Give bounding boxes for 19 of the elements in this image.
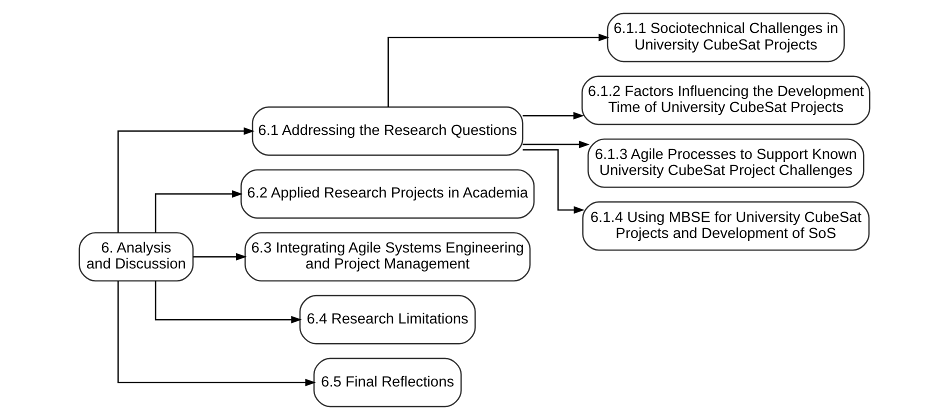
node-box: 6.1.4 Using MBSE for University CubeSat Projects and Development of SoS xyxy=(582,201,870,251)
arrow xyxy=(116,281,316,386)
arrow xyxy=(522,112,584,120)
arrow xyxy=(154,280,302,324)
node-box: 6.4 Research Limitations xyxy=(298,294,476,344)
node-box: 6.2 Applied Research Projects in Academia xyxy=(240,169,534,219)
arrow xyxy=(522,140,590,148)
arrow xyxy=(522,149,584,214)
node-box: 6.5 Final Reflections xyxy=(312,358,462,408)
node-box: 6.1.2 Factors Influencing the Development Time of University CubeSat Projects xyxy=(580,76,870,126)
arrow xyxy=(154,190,242,233)
node-box: 6.1 Addressing the Research Questions xyxy=(251,106,523,156)
arrow xyxy=(116,127,254,233)
node-box: 6. Analysis and Discussion xyxy=(78,232,194,282)
node-box: 6.3 Integrating Agile Systems Engineering and Project Management xyxy=(244,232,530,282)
arrow xyxy=(192,253,246,261)
arrow xyxy=(387,34,609,107)
node-box: 6.1.3 Agile Processes to Support Known University CubeSat Project Challenges xyxy=(587,138,864,188)
node-box: 6.1.1 Sociotechnical Challenges in University CubeSat Projects xyxy=(606,12,844,62)
